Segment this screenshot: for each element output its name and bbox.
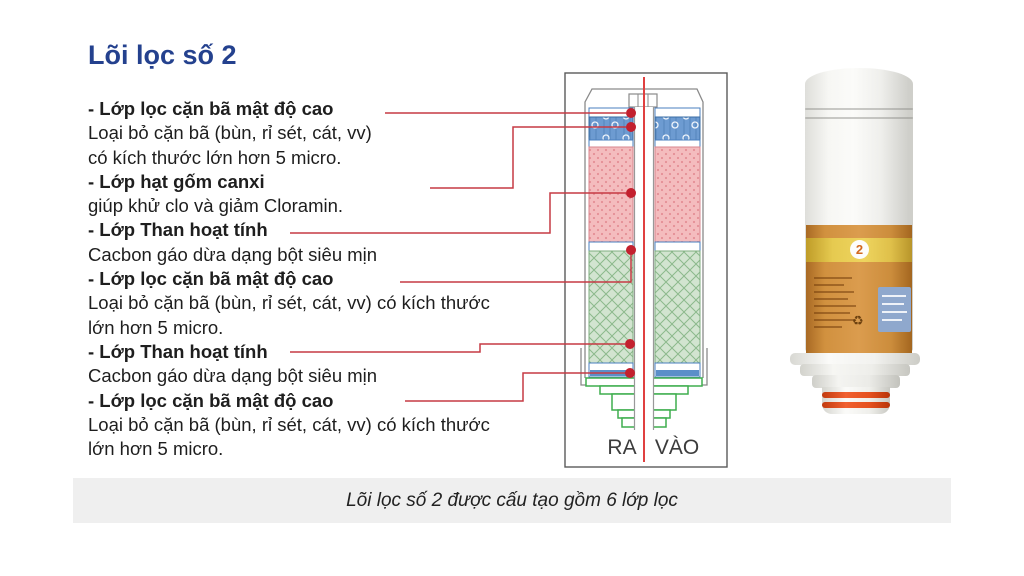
label-line-12: Cacbon gáo dừa dạng bột siêu mịn [88, 365, 378, 387]
label-line-3: có kích thước lớn hơn 5 micro. [88, 146, 342, 168]
bottom-fitting [585, 377, 703, 428]
cap-groove [805, 108, 913, 110]
sticker-text-line [882, 311, 907, 313]
cartridge-label: 2 ♻ [806, 225, 912, 353]
label-fine-print [814, 291, 854, 293]
label-line-9: Loại bỏ cặn bã (bùn, rỉ sét, cát, vv) có… [88, 292, 490, 314]
top-cap [628, 93, 658, 108]
outlet-neck [822, 387, 890, 414]
label-fine-print [814, 284, 844, 286]
label-line-7: Cacbon gáo dừa dạng bột siêu mịn [88, 243, 378, 265]
label-line-2: Loại bỏ cặn bã (bùn, rỉ sét, cát, vv) [88, 122, 372, 144]
product-photo: 2 ♻ [782, 55, 962, 435]
sticker-text-line [882, 295, 906, 297]
bottom-flange [790, 353, 920, 365]
label-fine-print [814, 326, 842, 328]
label-line-13: - Lớp lọc cặn bã mật độ cao [88, 389, 334, 411]
bottom-flange [812, 375, 900, 388]
sticker-text-line [882, 319, 902, 321]
filter-housing-outline [580, 88, 708, 386]
label-line-15: lớn hơn 5 micro. [88, 438, 224, 460]
label-fine-print [814, 305, 856, 307]
o-ring [822, 392, 890, 398]
filter-layers-left [588, 107, 634, 378]
label-line-10: lớn hơn 5 micro. [88, 316, 224, 338]
label-fine-print [814, 319, 854, 321]
layer-labels: - Lớp lọc cặn bã mật độ cao Loại bỏ cặn … [88, 97, 490, 461]
label-line-1: - Lớp lọc cặn bã mật độ cao [88, 98, 334, 119]
diagram-outer-box [564, 72, 728, 468]
label-line-5: giúp khử clo và giảm Cloramin. [88, 195, 344, 217]
label-line-6: - Lớp Than hoạt tính [88, 219, 268, 241]
callout-dots [625, 108, 636, 378]
label-yellow-band: 2 [806, 238, 912, 262]
label-line-11: - Lớp Than hoạt tính [88, 340, 268, 362]
bottom-flange [800, 364, 910, 376]
sticker-text-line [882, 303, 904, 305]
o-ring [822, 402, 890, 408]
caption-text: Lõi lọc số 2 được cấu tạo gồm 6 lớp lọc [346, 490, 678, 511]
recycle-icon: ♻ [852, 313, 864, 328]
label-line-4: - Lớp hạt gốm canxi [88, 170, 265, 192]
label-line-8: - Lớp lọc cặn bã mật độ cao [88, 268, 334, 290]
cap-groove [805, 117, 913, 119]
label-fine-print [814, 298, 848, 300]
page-title: Lõi lọc số 2 [88, 40, 237, 70]
caption-bar: Lõi lọc số 2 được cấu tạo gồm 6 lớp lọc [73, 478, 951, 523]
center-tube [633, 107, 655, 430]
spec-sticker [878, 287, 911, 332]
label-fine-print [814, 312, 850, 314]
filter-number-badge: 2 [850, 240, 869, 259]
filter-layers-right [654, 107, 701, 378]
inlet-label: VÀO [654, 436, 700, 459]
label-line-14: Loại bỏ cặn bã (bùn, rỉ sét, cát, vv) có… [88, 413, 490, 435]
outlet-label: RA [607, 436, 637, 459]
label-fine-print [814, 277, 852, 279]
